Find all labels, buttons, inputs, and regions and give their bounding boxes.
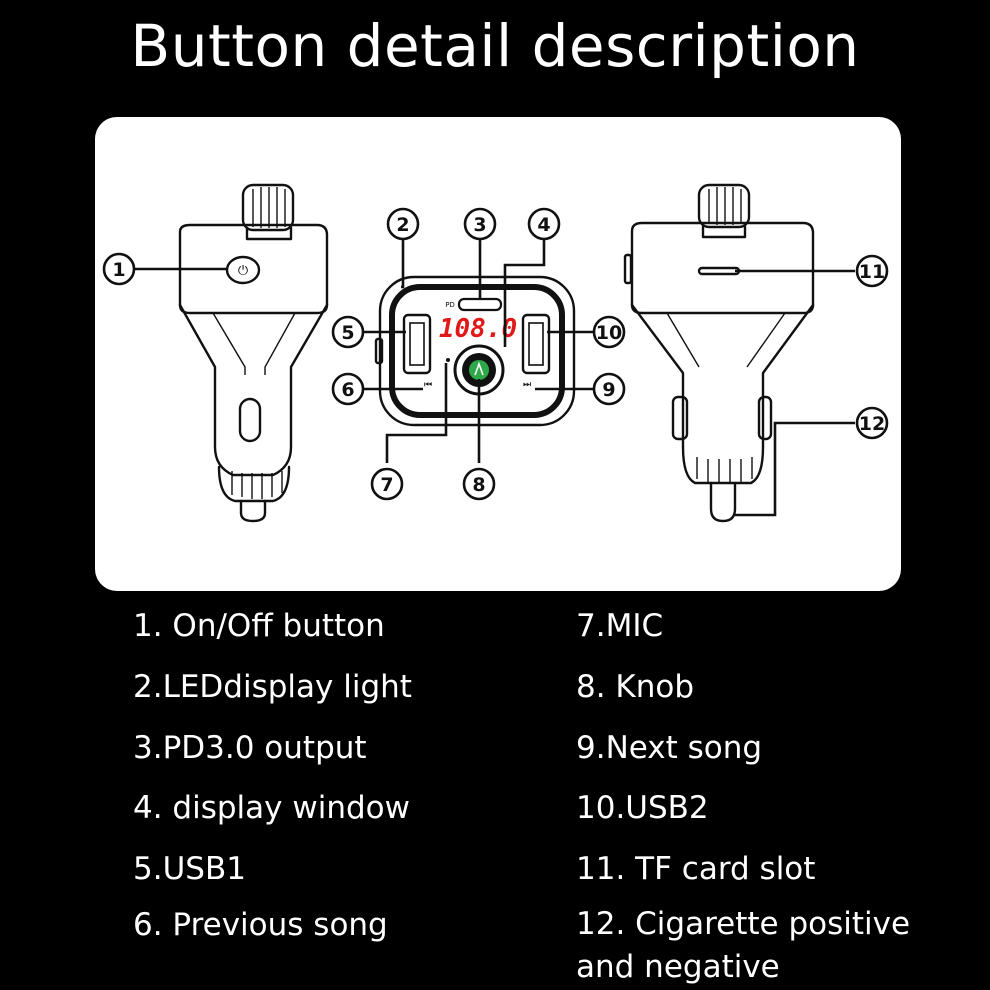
callout-4: 4	[527, 207, 561, 241]
svg-text:12: 12	[859, 413, 885, 435]
knob-green-light	[469, 360, 489, 380]
pd-port	[457, 297, 503, 312]
callout-8: 8	[462, 467, 496, 501]
svg-text:5: 5	[341, 322, 354, 344]
svg-text:⏭: ⏭	[523, 380, 531, 390]
legend-item-7: 7.MIC	[576, 608, 664, 644]
callout-3: 3	[463, 207, 497, 241]
legend-item-1: 1. On/Off button	[133, 608, 385, 644]
callout-7: 7	[370, 467, 404, 501]
front-outer	[378, 275, 576, 427]
svg-text:2: 2	[396, 214, 409, 236]
right-device-back-view	[623, 183, 815, 523]
legend-item-2: 2.LEDdisplay light	[133, 669, 412, 705]
left-device-side-view: ⏻	[178, 183, 329, 523]
callout-12: 12	[855, 406, 889, 440]
callout-6: 6	[331, 372, 365, 406]
callout-5: 5	[331, 315, 365, 349]
legend-item-3: 3.PD3.0 output	[133, 730, 367, 766]
svg-text:⏮: ⏮	[424, 380, 432, 390]
legend-item-10: 10.USB2	[576, 790, 709, 826]
legend-item-11: 11. TF card slot	[576, 851, 816, 887]
callout-11: 11	[855, 254, 889, 288]
mic-hole	[446, 358, 450, 362]
svg-text:11: 11	[859, 261, 885, 283]
callout-2: 2	[386, 207, 420, 241]
svg-text:7: 7	[380, 474, 393, 496]
legend-item-5: 5.USB1	[133, 851, 246, 887]
callout-10: 10	[592, 315, 626, 349]
device-diagram: .ln { fill:none; stroke:#111; stroke-wid…	[102, 183, 889, 523]
pd-port-label: PD	[445, 301, 455, 309]
legend-item-8: 8. Knob	[576, 669, 695, 705]
legend-item-12: 12. Cigarette positive and negative	[576, 906, 911, 985]
svg-text:3: 3	[473, 214, 486, 236]
svg-text:⏻: ⏻	[238, 264, 248, 279]
legend-item-6: 6. Previous song	[133, 907, 388, 943]
callout-1: 1	[102, 252, 136, 286]
svg-text:4: 4	[537, 214, 550, 236]
page-title: Button detail description	[130, 12, 860, 80]
cigarette-tip	[709, 481, 737, 523]
diagram-panel: .ln { fill:none; stroke:#111; stroke-wid…	[95, 117, 901, 591]
svg-text:6: 6	[341, 379, 354, 401]
knob-top-right	[697, 183, 751, 229]
legend-item-4: 4. display window	[133, 790, 410, 826]
knob-top-left	[241, 183, 295, 232]
center-device-front-view: PD 108.0 ⏮ ⏭	[374, 275, 576, 427]
svg-text:10: 10	[596, 322, 622, 344]
callout-9: 9	[592, 372, 626, 406]
svg-text:1: 1	[112, 259, 125, 281]
svg-text:8: 8	[472, 474, 485, 496]
leader-lines	[135, 239, 855, 517]
svg-text:9: 9	[602, 379, 615, 401]
legend-item-9: 9.Next song	[576, 730, 763, 766]
tf-card-slot	[697, 266, 741, 276]
